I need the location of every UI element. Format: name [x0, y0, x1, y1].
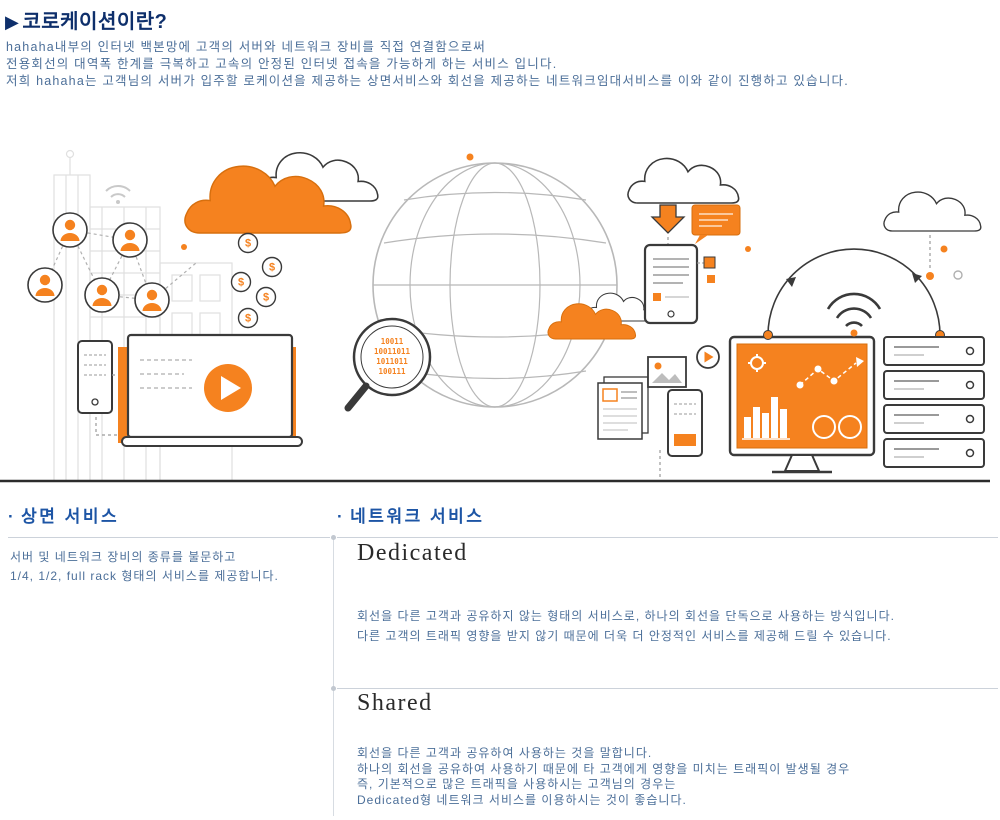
coins-icon	[230, 232, 283, 329]
cloud-outline-icon	[627, 157, 740, 204]
floor-service-desc: 서버 및 네트워크 장비의 종류를 불문하고 1/4, 1/2, full ra…	[10, 548, 279, 586]
floor-service-heading: ·상면 서비스	[8, 507, 120, 526]
server-rack-icon	[883, 336, 985, 468]
orange-square-icon	[707, 275, 715, 283]
bullet-dot: ·	[337, 507, 346, 526]
network-divider-1	[337, 537, 998, 538]
image-icon	[647, 356, 687, 388]
document-phone-icon	[643, 243, 699, 325]
floor-divider	[8, 537, 330, 538]
network-divider-2	[337, 688, 998, 689]
page-title: ▶코로케이션이란?	[5, 5, 167, 34]
ring-icon	[812, 415, 836, 439]
chat-bubble-icon	[691, 204, 741, 244]
binary-line: 1011011	[376, 357, 408, 366]
binary-line: 10011011	[374, 347, 411, 356]
orange-square-icon	[703, 256, 716, 269]
network-arc-icon	[745, 245, 963, 350]
page-title-text: 코로케이션이란?	[22, 11, 168, 33]
floor-desc-line: 서버 및 네트워크 장비의 종류를 불문하고	[10, 550, 237, 564]
laptop-icon	[118, 333, 303, 447]
network-service-heading: ·네트워크 서비스	[337, 507, 485, 526]
shared-title: Shared	[357, 690, 433, 716]
small-phone-icon	[667, 389, 703, 457]
dedicated-desc: 회선을 다른 고객과 공유하지 않는 형태의 서비스로, 하나의 회선을 단독으…	[357, 606, 895, 646]
shared-desc-line: 회선을 다른 고객과 공유하여 사용하는 것을 말합니다.	[357, 746, 653, 760]
shared-desc-line: 즉, 기본적으로 많은 트래픽을 사용하시는 고객님의 경우는	[357, 777, 677, 791]
node-dot	[466, 153, 474, 161]
smartphone-left-icon	[77, 340, 113, 414]
wifi-small-icon	[105, 185, 131, 204]
cloud-outline-icon	[883, 191, 982, 232]
shared-desc-line: 하나의 회선을 공유하여 사용하기 때문에 타 고객에게 영향을 미치는 트래픽…	[357, 761, 851, 776]
dedicated-title: Dedicated	[357, 540, 468, 566]
node-dot	[926, 272, 934, 280]
node-dot	[953, 270, 963, 280]
monitor-stand	[783, 454, 821, 472]
node-dot	[181, 244, 187, 250]
column-separator	[333, 537, 334, 816]
node-dot	[940, 245, 948, 253]
binary-line: 100111	[378, 367, 406, 376]
dedicated-desc-line: 다른 고객의 트래픽 영향을 받지 않기 때문에 더욱 더 안정적인 서비스를 …	[357, 629, 892, 643]
news-stack-icon	[597, 376, 649, 440]
bullet-dot: ·	[8, 507, 17, 526]
divider-junction-dot	[331, 535, 336, 540]
colocation-illustration: $	[0, 149, 990, 483]
divider-junction-dot	[331, 686, 336, 691]
intro-line: 저희 hahaha는 고객님의 서버가 입주할 로케이션을 제공하는 상면서비스…	[6, 74, 849, 88]
bar-chart-icon	[742, 397, 790, 440]
shared-desc-line: Dedicated형 네트워크 서비스를 이용하시는 것이 좋습니다.	[357, 792, 687, 807]
node-graph-icon	[796, 357, 864, 389]
analytics-monitor-icon	[728, 335, 876, 474]
floor-desc-line: 1/4, 1/2, full rack 형태의 서비스를 제공합니다.	[10, 569, 279, 583]
node-dot	[745, 246, 751, 252]
intro-line: 전용회선의 대역폭 한계를 극복하고 고속의 안정된 인터넷 접속을 가능하게 …	[6, 57, 558, 71]
intro-paragraph: hahaha내부의 인터넷 백본망에 고객의 서버와 네트워크 장비를 직접 연…	[6, 39, 849, 90]
ring-icon	[838, 415, 862, 439]
download-arrow-icon	[650, 204, 686, 234]
magnifier-icon: 10011 10011011 1011011 100111	[344, 317, 432, 412]
play-button-icon	[696, 345, 720, 369]
gear-icon	[748, 354, 766, 372]
intro-line: hahaha내부의 인터넷 백본망에 고객의 서버와 네트워크 장비를 직접 연…	[6, 40, 486, 54]
title-arrow-icon: ▶	[5, 12, 20, 32]
dedicated-desc-line: 회선을 다른 고객과 공유하지 않는 형태의 서비스로, 하나의 회선을 단독으…	[357, 609, 895, 623]
wifi-icon	[826, 292, 882, 337]
binary-line: 10011	[381, 337, 404, 346]
shared-desc: 회선을 다른 고객과 공유하여 사용하는 것을 말합니다. 하나의 회선을 공유…	[357, 746, 850, 808]
